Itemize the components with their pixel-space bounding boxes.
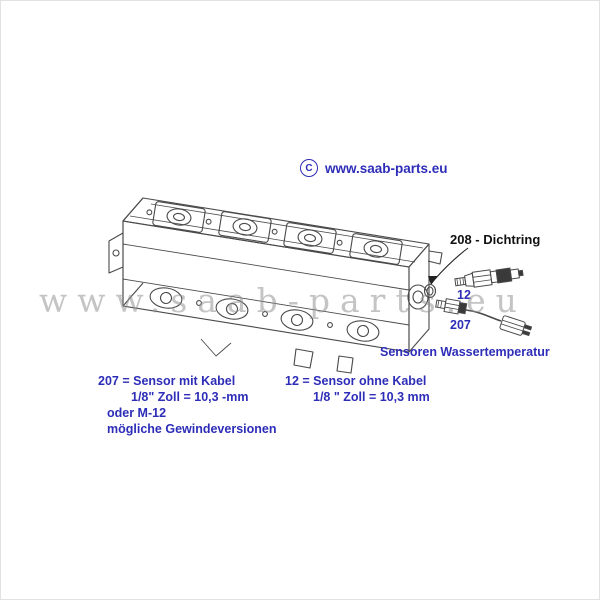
sensors-caption: Sensoren Wassertemperatur [380, 345, 550, 359]
note-line: 207 = Sensor mit Kabel [98, 374, 236, 388]
watermark: www.saab-parts.eu [39, 281, 527, 320]
sensor-12-drawing [454, 267, 524, 288]
sensor-207-drawing [435, 298, 533, 337]
copyright-icon: C [300, 159, 318, 177]
note-line: 1/8 " Zoll = 10,3 mm [313, 390, 430, 404]
note-line: 1/8" Zoll = 10,3 -mm [131, 390, 249, 404]
copyright-line: C www.saab-parts.eu [300, 159, 448, 177]
cylinder-head-drawing [108, 197, 443, 374]
note-line: oder M-12 [107, 406, 167, 420]
sensor-12-label: 12 [457, 288, 471, 302]
site-url: www.saab-parts.eu [325, 160, 448, 176]
note-sensor-207: 207 = Sensor mit Kabel 1/8" Zoll = 10,3 … [98, 373, 277, 437]
leader-line [428, 247, 469, 285]
seal-ring-drawing [423, 283, 437, 299]
sensor-207-label: 207 [450, 318, 471, 332]
note-line: 12 = Sensor ohne Kabel [285, 374, 427, 388]
note-line: mögliche Gewindeversionen [107, 422, 277, 436]
note-sensor-12: 12 = Sensor ohne Kabel 1/8 " Zoll = 10,3… [285, 373, 430, 405]
seal-ring-label: 208 - Dichtring [450, 232, 541, 247]
